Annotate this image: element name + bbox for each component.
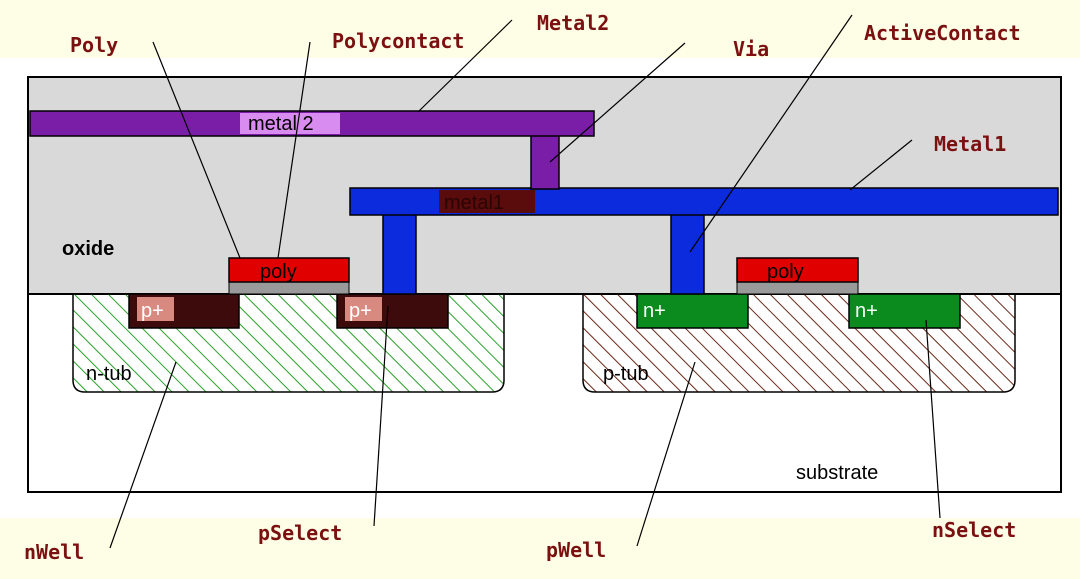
n-plus-diffusion-left bbox=[636, 293, 749, 329]
poly-region-label-right: poly bbox=[767, 261, 804, 283]
leader-line-pwell bbox=[636, 361, 696, 547]
oxide-region-label: oxide bbox=[62, 238, 114, 260]
p-plus-region-label-left: p+ bbox=[141, 300, 164, 322]
callout-metal2: Metal2 bbox=[537, 11, 609, 35]
callout-nselect: nSelect bbox=[932, 518, 1016, 542]
n-tub-region-label: n-tub bbox=[86, 363, 132, 385]
leader-line-nwell bbox=[109, 361, 177, 549]
callout-metal1: Metal1 bbox=[934, 132, 1006, 156]
leader-line-polycontact bbox=[277, 41, 311, 259]
leader-line-metal1 bbox=[849, 139, 913, 191]
leader-line-active-contact bbox=[689, 14, 853, 253]
p-tub-region-label: p-tub bbox=[603, 363, 649, 385]
gate-oxide-right bbox=[736, 281, 859, 295]
metal1-label-box bbox=[439, 190, 535, 213]
gate-oxide-left bbox=[228, 281, 350, 295]
active-contact-right bbox=[670, 213, 705, 295]
substrate-region-label: substrate bbox=[796, 462, 878, 484]
leader-line-pselect bbox=[373, 305, 389, 527]
via-connection bbox=[530, 134, 560, 190]
p-plus-region-label-right: p+ bbox=[349, 300, 372, 322]
n-plus-region-label-right: n+ bbox=[855, 300, 878, 322]
leader-line-metal2 bbox=[417, 19, 513, 113]
leader-line-nselect bbox=[925, 319, 941, 519]
p-plus-label-box-left bbox=[137, 297, 174, 321]
metal2-label-box bbox=[240, 113, 340, 134]
p-plus-label-box-right bbox=[345, 297, 382, 321]
poly-gate-left bbox=[228, 257, 350, 283]
poly-gate-right bbox=[736, 257, 859, 283]
metal1-region-label: metal1 bbox=[444, 192, 504, 214]
callout-active-contact: ActiveContact bbox=[864, 21, 1021, 45]
callout-poly: Poly bbox=[70, 33, 118, 57]
callout-pselect: pSelect bbox=[258, 521, 342, 545]
n-plus-diffusion-right bbox=[848, 293, 961, 329]
leader-line-via bbox=[549, 42, 686, 163]
callout-via: Via bbox=[733, 37, 769, 61]
metal2-region-label: metal 2 bbox=[248, 113, 314, 135]
poly-region-label-left: poly bbox=[260, 261, 297, 283]
active-contact-left bbox=[382, 213, 417, 295]
leader-line-poly bbox=[152, 41, 241, 259]
callout-pwell: pWell bbox=[546, 538, 606, 562]
callout-polycontact: Polycontact bbox=[332, 29, 464, 53]
callout-nwell: nWell bbox=[24, 540, 84, 564]
n-plus-region-label-left: n+ bbox=[643, 300, 666, 322]
